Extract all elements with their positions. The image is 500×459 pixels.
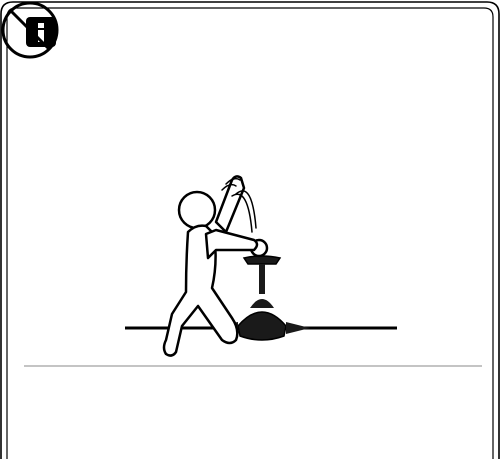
prohibited-icon — [0, 0, 60, 60]
